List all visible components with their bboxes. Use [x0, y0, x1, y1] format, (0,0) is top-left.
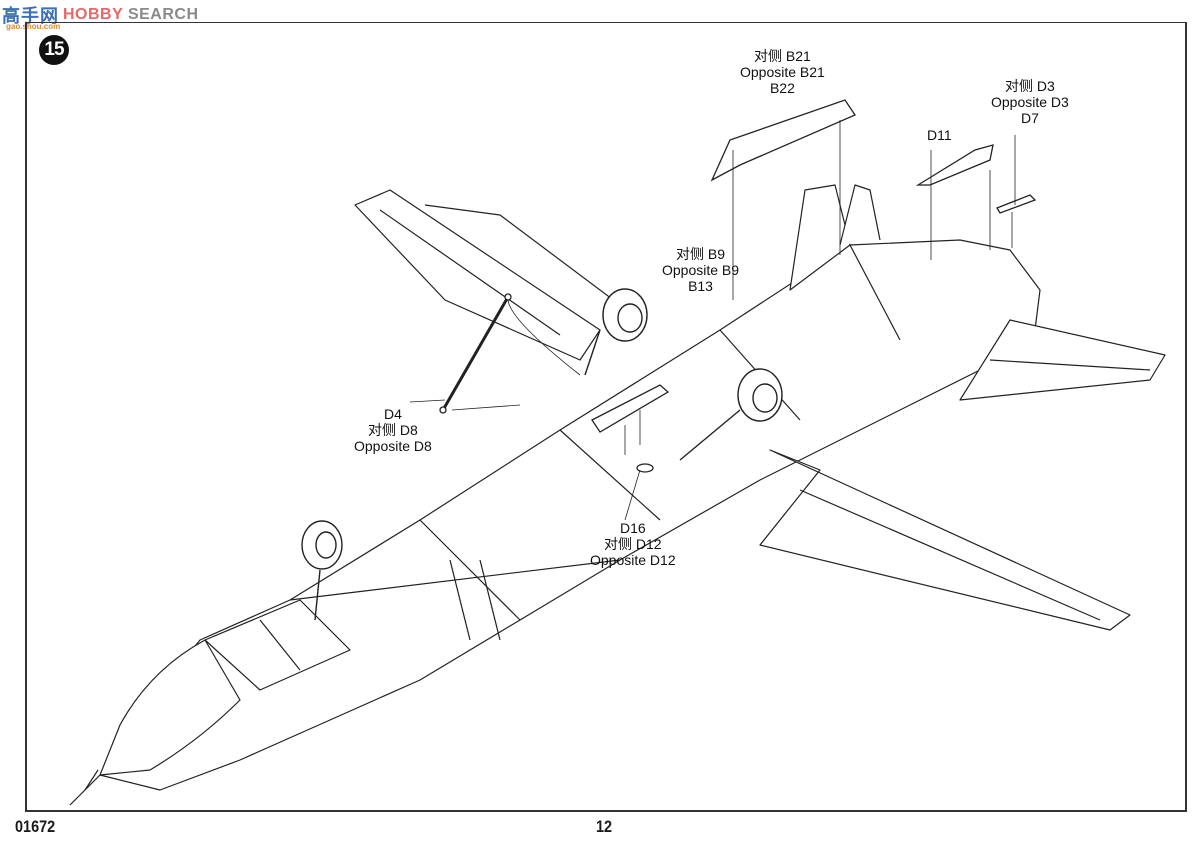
- page-number: 12: [596, 817, 613, 836]
- part-d16: [636, 463, 654, 473]
- right-stabilizer: [959, 319, 1166, 401]
- callout-d4: D4 对侧 D8 Opposite D8: [354, 406, 432, 454]
- part-d3: [996, 194, 1037, 214]
- watermark-url: gao.shou.com: [6, 22, 61, 31]
- callout-d16: D16 对侧 D12 Opposite D12: [590, 520, 676, 568]
- part-b9: [591, 384, 670, 433]
- kit-number: 01672: [15, 817, 56, 836]
- callout-d11: D11: [927, 127, 952, 143]
- leader-lines: [409, 120, 1016, 521]
- watermark-brand: HOBBY SEARCH: [63, 6, 199, 23]
- landing-gear-group: [301, 288, 783, 621]
- part-b21-fairing: [710, 99, 856, 182]
- step-number-badge: 15: [39, 35, 69, 65]
- left-wing: [354, 189, 601, 361]
- canopy: [204, 599, 351, 691]
- callout-b9: 对侧 B9 Opposite B9 B13: [662, 246, 740, 294]
- vertical-tail: [789, 184, 851, 291]
- page-frame: [25, 22, 1187, 812]
- watermark-chinese: 高手网: [2, 6, 59, 26]
- right-wing: [759, 449, 1131, 631]
- callout-d3: 对侧 D3 Opposite D3 D7: [991, 78, 1069, 126]
- part-d4-strut: [441, 296, 510, 411]
- part-d11: [915, 144, 994, 186]
- watermark-logo: 高手网 HOBBY SEARCH: [2, 2, 199, 28]
- callout-b21: 对侧 B21 Opposite B21 B22: [740, 48, 825, 96]
